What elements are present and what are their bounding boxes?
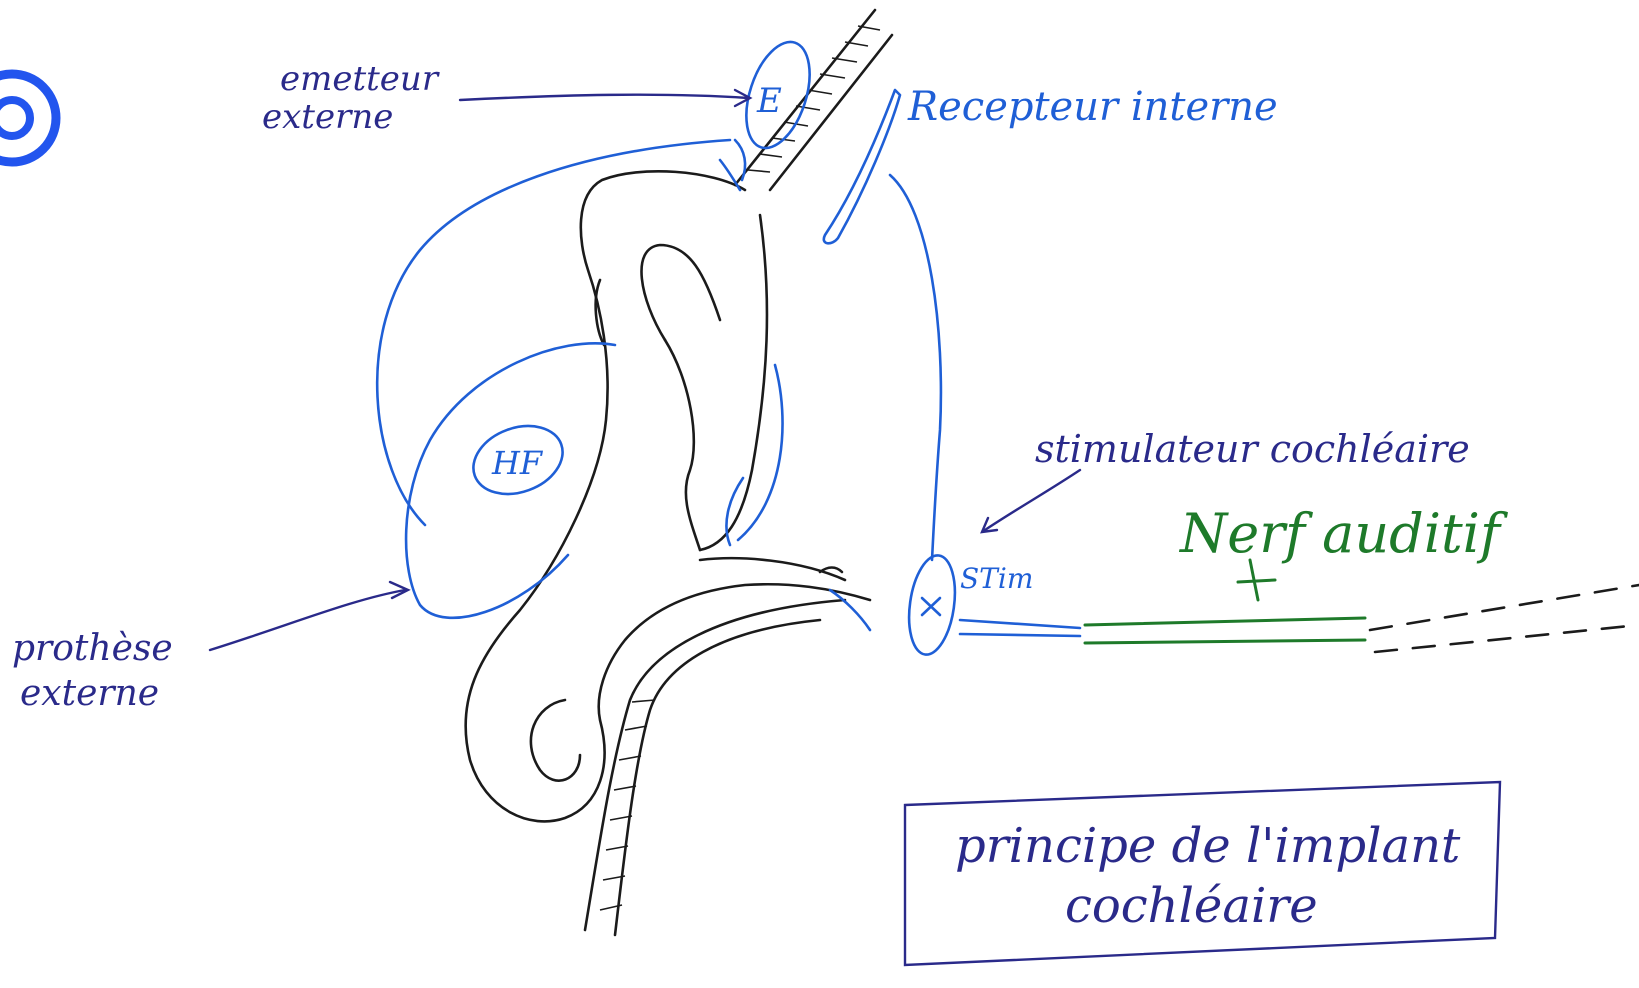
label-stimulator: stimulateur cochléaire [1035,427,1470,471]
stim-tag: STim [960,562,1033,595]
stimulator-device: STim [907,554,1082,656]
caption-box: principe de l'implant cochléaire [903,780,1502,967]
arrow-prosthesis [208,588,407,652]
caption-line-2: cochléaire [1065,878,1318,934]
receiver-device [822,88,902,245]
ear-outline [464,169,872,823]
svg-text:prothèse: prothèse [12,628,173,669]
svg-text:externe: externe [20,673,159,714]
emitter-tag: E [756,81,782,121]
ear-canal [698,556,847,582]
emitter-device: E [745,40,811,150]
arrow-emitter [458,93,750,102]
leader-arrows [208,88,1082,652]
cable-prosthesis-to-emitter [375,138,732,527]
auditory-nerve [1083,558,1639,654]
svg-text:externe: externe [262,97,393,137]
cable-receiver-to-stim [888,173,943,562]
pinna-outer [464,169,872,823]
antihelix [698,213,769,552]
helix-fold [663,338,702,552]
label-receiver: Recepteur interne [907,84,1278,130]
pinna-inner-curl [640,243,722,342]
svg-text:emetteur: emetteur [280,59,440,99]
label-emitter: emetteur externe [262,59,440,137]
hf-tag: HF [491,444,544,482]
external-prosthesis: HF [404,342,617,620]
arrow-stimulator [983,468,1082,532]
label-nerve: Nerf auditif [1178,502,1508,565]
blue-cables [375,138,943,632]
label-prosthesis: prothèse externe [12,628,173,714]
lobe-curl [529,698,582,782]
electrode-lead [958,618,1082,638]
skull-strip-bottom [583,598,847,937]
caption-line-1: principe de l'implant [955,818,1461,874]
corner-mark: 6 [0,69,61,167]
skull-strip-top [733,8,894,192]
